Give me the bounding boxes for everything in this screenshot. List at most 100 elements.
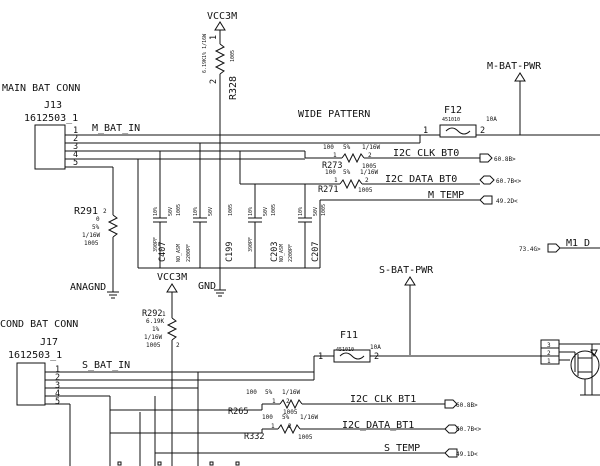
c203-pkg: 1005	[271, 204, 277, 216]
vcc3m-mid-label: VCC3M	[157, 272, 187, 283]
r273-tol: 5%	[343, 144, 351, 151]
c407-volt: 50V	[168, 207, 174, 216]
c207-volt: 50V	[313, 207, 319, 216]
j17-part: 1612503_1	[8, 350, 62, 361]
r265-power: 1/16W	[282, 389, 300, 396]
mosfet-q: 3 2 1	[540, 339, 600, 396]
f12-ref: F12	[444, 105, 462, 116]
r271-pkg: 1005	[358, 187, 373, 194]
j17-title: COND BAT CONN	[0, 319, 78, 330]
f12-pin1: 1	[423, 126, 428, 136]
svg-text:5: 5	[55, 397, 60, 407]
m1-d-label: M1_D	[566, 238, 590, 249]
m-bat-in-label: M_BAT_IN	[92, 123, 140, 134]
i2c-data-bt1-label: I2C_DATA_BT1	[342, 420, 414, 431]
r332-power: 1/16W	[300, 414, 318, 421]
anagnd-symbol: ANAGND	[70, 282, 119, 299]
f11-ref: F11	[340, 330, 358, 341]
r291-tol: 5%	[92, 224, 100, 231]
c407-pkg: 1005	[176, 204, 182, 216]
r271-tol: 5%	[343, 169, 351, 176]
m-temp-label: M_TEMP	[428, 190, 464, 201]
j13-pin3: 3	[73, 142, 78, 152]
second-wires: S_BAT_IN	[62, 360, 315, 466]
s-temp-net: S_TEMP 49.1D<	[155, 443, 478, 458]
c199-ref: C199	[225, 242, 235, 262]
q-pin1: 1	[547, 358, 551, 365]
r271-power: 1/16W	[360, 169, 378, 176]
r273-pin2: 2	[368, 152, 372, 159]
fuse-f11: F11 451010 10A 1 2	[313, 330, 548, 370]
r328-pin2: 2	[209, 79, 219, 84]
resistor-r273: 100 5% 1/16W 1 2 1005 R273	[305, 144, 480, 171]
c207-pkg: 1005	[321, 204, 327, 216]
f12-rating: 10A	[486, 116, 497, 123]
svg-text:60.8B>: 60.8B>	[494, 156, 516, 163]
c199-rating: 10%	[193, 207, 199, 216]
resistor-r328: 6.19K1% 1/16W 1005 1 2 R328	[202, 33, 239, 290]
r328-ref: R328	[228, 76, 239, 100]
c199-value: 2200PF	[186, 244, 192, 262]
connector-j13: MAIN BAT CONN J13 1612503_1 1 2 3 4 5	[2, 83, 80, 170]
r292-power: 1/16W	[144, 334, 162, 341]
capacitor-c203: 10% 50V 1005 390PF C203	[248, 184, 280, 268]
svg-text:4: 4	[55, 389, 60, 399]
j13-ref: J13	[44, 100, 62, 111]
r292-pin2: 2	[176, 342, 180, 349]
offpage-data-bt0: 60.7B<>	[479, 175, 522, 185]
q-pin3: 3	[547, 342, 551, 349]
s-bat-pwr-label: S-BAT-PWR	[379, 265, 434, 276]
svg-text:3: 3	[55, 381, 60, 391]
r328-pin1: 1	[209, 35, 219, 40]
r332-value: 100	[262, 414, 273, 421]
r332-pkg: 1005	[298, 434, 313, 441]
c203-ref: C203	[270, 242, 280, 262]
c207-rating: 10%	[298, 207, 304, 216]
r265-pin1: 1	[272, 398, 276, 405]
r271-ref: R271	[318, 185, 338, 195]
resistor-r292: R292 6.19K 1% 1/16W 1005 1 2	[142, 309, 180, 466]
c203-volt: 50V	[263, 207, 269, 216]
m-bat-pwr-net: M-BAT-PWR	[487, 61, 542, 135]
j17-ref: J17	[40, 337, 58, 348]
r332-tol: 5%	[282, 414, 290, 421]
vcc3m-mid-supply: VCC3M	[157, 272, 187, 318]
offpage-clk-bt0: 60.8B>	[479, 153, 516, 163]
wide-pattern-label: WIDE PATTERN	[298, 109, 370, 120]
r332-ref: R332	[244, 432, 264, 442]
r273-value: 100	[323, 144, 334, 151]
bottom-dots	[117, 461, 240, 466]
c199-note: NO_ASM	[176, 244, 182, 262]
gnd-symbol: GND	[198, 281, 226, 297]
capacitor-c207: 10% 50V 1005 NO_ASM 2200PF C207	[279, 184, 327, 268]
j13-pin4: 4	[73, 150, 78, 160]
resistor-r291: R291 0 5% 1/16W 1005 2	[74, 167, 119, 292]
offpage-data-bt1: 60.7B<>	[444, 424, 482, 434]
c407-ref: C407	[158, 242, 168, 262]
main-wires: M_BAT_IN WIDE PATTERN	[80, 109, 420, 269]
svg-text:60.8B>: 60.8B>	[456, 402, 478, 409]
r328-pkg: 1005	[230, 50, 236, 62]
r265-pin2: 2	[286, 398, 290, 405]
r292-tol: 1%	[152, 326, 160, 333]
r291-power: 1/16W	[82, 232, 100, 239]
r291-value: 0	[96, 216, 100, 223]
r273-pin1: 1	[333, 152, 337, 159]
offpage-clk-bt1: 60.8B>	[444, 399, 478, 409]
c207-ref: C207	[311, 242, 321, 262]
svg-text:60.7B<>: 60.7B<>	[456, 426, 482, 433]
j13-part: 1612503_1	[24, 113, 78, 124]
r332-pin1: 1	[271, 423, 275, 430]
fuse-f12: F12 451010 10A 1 2	[419, 105, 600, 143]
anagnd-label: ANAGND	[70, 282, 106, 293]
r265-tol: 5%	[265, 389, 273, 396]
s-temp-label: S_TEMP	[384, 443, 420, 454]
r292-pin1: 1	[162, 311, 166, 318]
r273-pkg: 1005	[362, 163, 377, 170]
j13-pin5: 5	[73, 158, 78, 168]
connector-j17: COND BAT CONN J17 1612503_1 1 2 3 4 5	[0, 319, 78, 407]
i2c-data-bt0-label: I2C_DATA_BT0	[385, 174, 457, 185]
c203-rating: 10%	[248, 207, 254, 216]
offpage-s-temp: 49.1D<	[456, 451, 478, 458]
offpage-m-temp: 49.2D<	[496, 198, 518, 205]
